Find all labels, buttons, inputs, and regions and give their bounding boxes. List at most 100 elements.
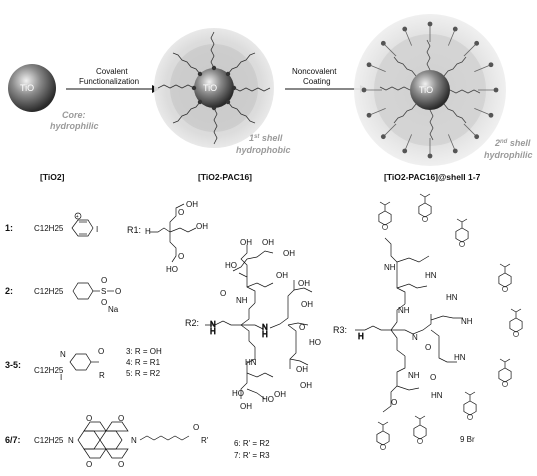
core-particle: TiO: [8, 64, 56, 112]
shell2-caption-1: 2nd shell: [494, 138, 531, 148]
svg-text:O: O: [178, 252, 184, 261]
shell2-core-label: TiO: [419, 85, 433, 95]
r2-structure: H N N H: [205, 245, 313, 400]
r3-nh-labels: NH HN NH HN NH N O HN NH O HN O: [384, 263, 473, 407]
svg-text:R: R: [99, 371, 105, 380]
compound-1-counter: I: [96, 225, 98, 234]
svg-text:HN: HN: [245, 358, 257, 367]
svg-text:O: O: [178, 208, 184, 217]
core-label: TiO: [20, 83, 34, 93]
col3-header: [TiO2-PAC16]@shell 1-7: [384, 172, 481, 182]
compound-2-formula: C12H25: [34, 287, 64, 296]
svg-text:H: H: [145, 227, 151, 236]
arrow2-label-1: Noncovalent: [292, 67, 337, 76]
compound-67-perylene: N N O O O O O R': [68, 414, 209, 469]
compound-35-formula: C12H25: [34, 366, 64, 375]
svg-text:O: O: [86, 414, 92, 423]
col2-header: [TiO2-PAC16]: [198, 172, 252, 182]
arrow1-label-1: Covalent: [96, 67, 128, 76]
svg-text:OH: OH: [298, 279, 310, 288]
shell1-caption-1: 1st shell: [249, 133, 283, 143]
svg-text:O: O: [101, 298, 107, 307]
svg-text:S: S: [101, 287, 106, 296]
svg-text:N: N: [210, 320, 216, 329]
pyridinium-ring: [455, 227, 469, 243]
svg-text:NH: NH: [398, 306, 410, 315]
svg-text:I: I: [60, 373, 62, 382]
compound-35-structure: O R N I: [60, 347, 105, 382]
svg-text:OH: OH: [186, 200, 198, 209]
shell1-caption-2: hydrophobic: [236, 145, 291, 155]
pyridinium-ring: [463, 400, 477, 416]
svg-text:OH: OH: [274, 390, 286, 399]
pyridinium-ring: [498, 367, 512, 383]
svg-text:NH: NH: [384, 263, 396, 272]
compound-3: 3: R = OH: [126, 347, 162, 356]
svg-text:O: O: [391, 398, 397, 407]
compound-6: 6: R' = R2: [234, 439, 270, 448]
svg-text:R': R': [201, 436, 209, 445]
svg-text:N: N: [412, 333, 418, 342]
svg-text:OH: OH: [240, 402, 252, 411]
arrow-covalent: [66, 85, 160, 93]
r2-oh-labels: OH OH OH HO OH OH OH O O HO OH OH HN HO …: [220, 238, 321, 411]
shell2-caption-2: hydrophilic: [484, 150, 533, 160]
compound-4: 4: R = R1: [126, 358, 161, 367]
compound-67-formula: C12H25: [34, 436, 64, 445]
compound-2-counter: Na: [108, 305, 119, 314]
svg-text:HO: HO: [309, 338, 321, 347]
svg-text:O: O: [98, 347, 104, 356]
shell1-particle: TiO: [154, 28, 274, 148]
pyridinium-ring: [498, 272, 512, 288]
compound-5: 5: R = R2: [126, 369, 161, 378]
bromide-counterion: 9 Br: [460, 435, 475, 444]
compound-2-label: 2:: [5, 286, 13, 296]
compound-1-pyridinium: +: [71, 212, 94, 237]
pyridinium-ring: [376, 430, 390, 446]
shell2-particle: TiO: [354, 14, 506, 166]
core-caption-1: Core:: [62, 110, 86, 120]
svg-text:OH: OH: [196, 222, 208, 231]
pyridinium-ring: [378, 210, 392, 226]
r1-structure: OH OH HO O O H: [145, 200, 208, 274]
svg-text:N: N: [131, 436, 137, 445]
arrow2-label-2: Coating: [303, 77, 331, 86]
pyridinium-ring: [418, 202, 432, 218]
svg-text:O: O: [193, 423, 199, 432]
svg-text:OH: OH: [262, 238, 274, 247]
svg-text:H: H: [262, 330, 268, 339]
svg-text:OH: OH: [276, 271, 288, 280]
svg-text:O: O: [118, 460, 124, 469]
svg-text:N: N: [60, 350, 66, 359]
pyridinium-ring: [413, 424, 427, 440]
svg-text:H: H: [210, 327, 216, 336]
svg-text:O: O: [430, 373, 436, 382]
svg-text:HO: HO: [262, 395, 274, 404]
svg-text:NH: NH: [408, 371, 420, 380]
svg-text:O: O: [299, 323, 305, 332]
r1-label: R1:: [127, 225, 141, 235]
svg-text:OH: OH: [240, 238, 252, 247]
compound-2-sulfonate: S O O O: [72, 276, 121, 307]
svg-text:OH: OH: [296, 365, 308, 374]
svg-text:HN: HN: [425, 271, 437, 280]
svg-text:H: H: [358, 332, 364, 341]
svg-text:NH: NH: [236, 296, 248, 305]
svg-text:O: O: [101, 276, 107, 285]
svg-text:O: O: [220, 289, 226, 298]
svg-text:OH: OH: [300, 381, 312, 390]
svg-text:HO: HO: [232, 389, 244, 398]
svg-text:HO: HO: [225, 261, 237, 270]
svg-text:OH: OH: [301, 300, 313, 309]
svg-text:O: O: [86, 460, 92, 469]
compound-1-formula: C12H25: [34, 224, 64, 233]
svg-text:NH: NH: [461, 317, 473, 326]
svg-text:O: O: [115, 287, 121, 296]
col1-header: [TiO2]: [40, 172, 65, 182]
svg-text:O: O: [425, 343, 431, 352]
shell1-core-label: TiO: [203, 83, 217, 93]
r3-pyridinium-groups: [376, 193, 523, 450]
svg-text:N: N: [262, 323, 268, 332]
pyridinium-ring: [509, 317, 523, 333]
